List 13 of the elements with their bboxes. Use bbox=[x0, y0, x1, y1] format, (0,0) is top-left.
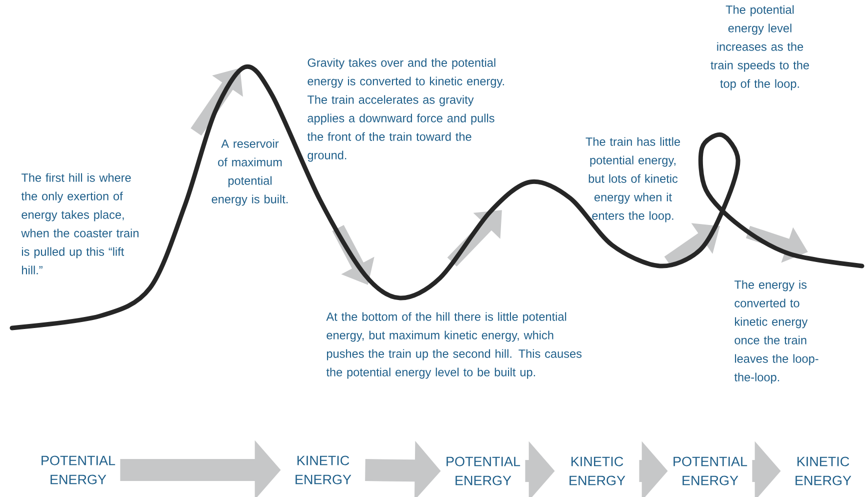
energy-label: POTENTIAL ENERGY bbox=[674, 456, 748, 486]
annotation-text: Gravity takes over and the potential energy is converted to kinetic energy. The train accelerates as gravity applies a downward force and pulls the front of the train toward the ground. bbox=[307, 58, 504, 162]
energy-label: KINETIC ENERGY bbox=[296, 456, 352, 484]
annotation-text: The first hill is where the only exertion of energy takes place, when the coaster train is pulled up this “lift hill.” bbox=[21, 173, 138, 274]
energy-label: KINETIC ENERGY bbox=[796, 456, 852, 486]
energy-label: POTENTIAL ENERGY bbox=[446, 456, 520, 486]
energy-label: POTENTIAL ENERGY bbox=[42, 456, 116, 484]
energy-label: KINETIC ENERGY bbox=[570, 456, 626, 486]
annotation-text: A reservoir of maximum potential energy is built. bbox=[212, 139, 288, 206]
annotation-text: The potential energy level increases as the train speeds to the top of the loop. bbox=[710, 5, 809, 90]
annotation-text: The energy is converted to kinetic energy once the train leaves the loop-the-loop. bbox=[734, 280, 818, 384]
annotation-text: At the bottom of the hill there is little potential energy, but maximum kinetic energy, which pushes the train up the second hill. This causes the potential energy level to be built up. bbox=[326, 312, 582, 379]
annotation-text: The train has little potential energy, but lots of kinetic energy when it enters the loop. bbox=[586, 137, 680, 222]
